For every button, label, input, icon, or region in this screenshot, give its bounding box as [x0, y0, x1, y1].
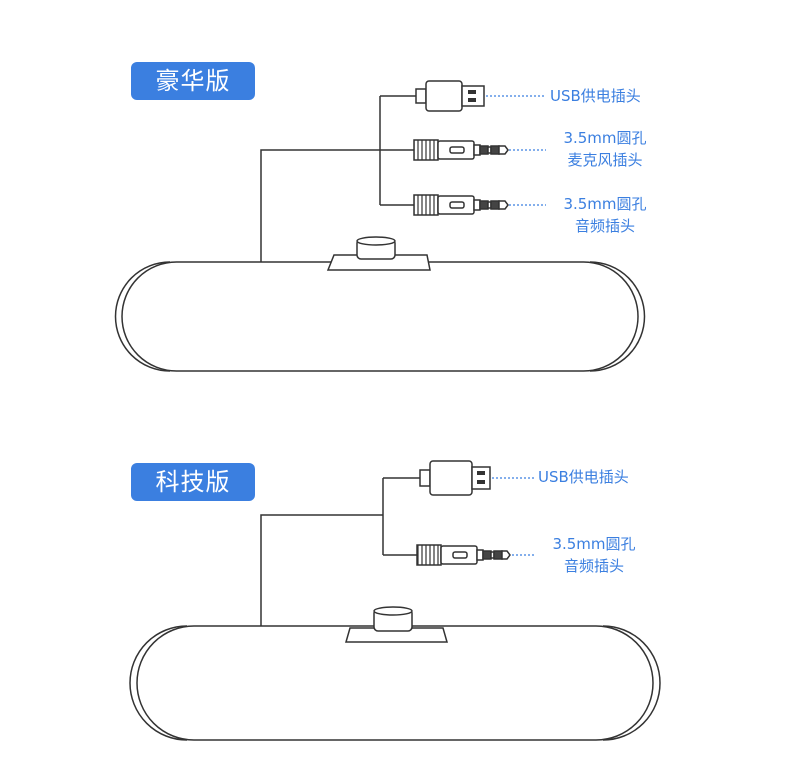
tech-audio-label-line2: 音频插头: [563, 557, 624, 575]
tech-version-badge: 科技版: [131, 463, 255, 501]
audio-jack-icon: [416, 544, 511, 566]
speaker-icon: [114, 236, 646, 372]
usb-plug-icon: [415, 80, 485, 112]
tech-cables: [260, 477, 420, 626]
deluxe-audio-label: 3.5mm圆孔 音频插头: [550, 193, 660, 237]
deluxe-version-badge: 豪华版: [131, 62, 255, 100]
tech-usb-label: USB供电插头: [538, 468, 629, 486]
audio-jack-icon: [413, 194, 509, 216]
deluxe-leaders: [486, 95, 546, 206]
audio-jack-icon: [413, 139, 509, 161]
deluxe-usb-label: USB供电插头: [550, 87, 641, 105]
deluxe-cables: [260, 95, 416, 262]
deluxe-audio-label-line2: 音频插头: [574, 217, 635, 235]
deluxe-mic-label-line2: 麦克风插头: [567, 151, 643, 169]
deluxe-audio-label-line1: 3.5mm圆孔: [563, 195, 647, 213]
deluxe-mic-label: 3.5mm圆孔 麦克风插头: [550, 127, 660, 171]
tech-leaders: [492, 477, 536, 556]
speaker-icon: [129, 606, 661, 741]
deluxe-mic-label-line1: 3.5mm圆孔: [563, 129, 647, 147]
tech-audio-label: 3.5mm圆孔 音频插头: [536, 533, 652, 577]
usb-plug-icon: [419, 460, 491, 496]
tech-audio-label-line1: 3.5mm圆孔: [552, 535, 636, 553]
